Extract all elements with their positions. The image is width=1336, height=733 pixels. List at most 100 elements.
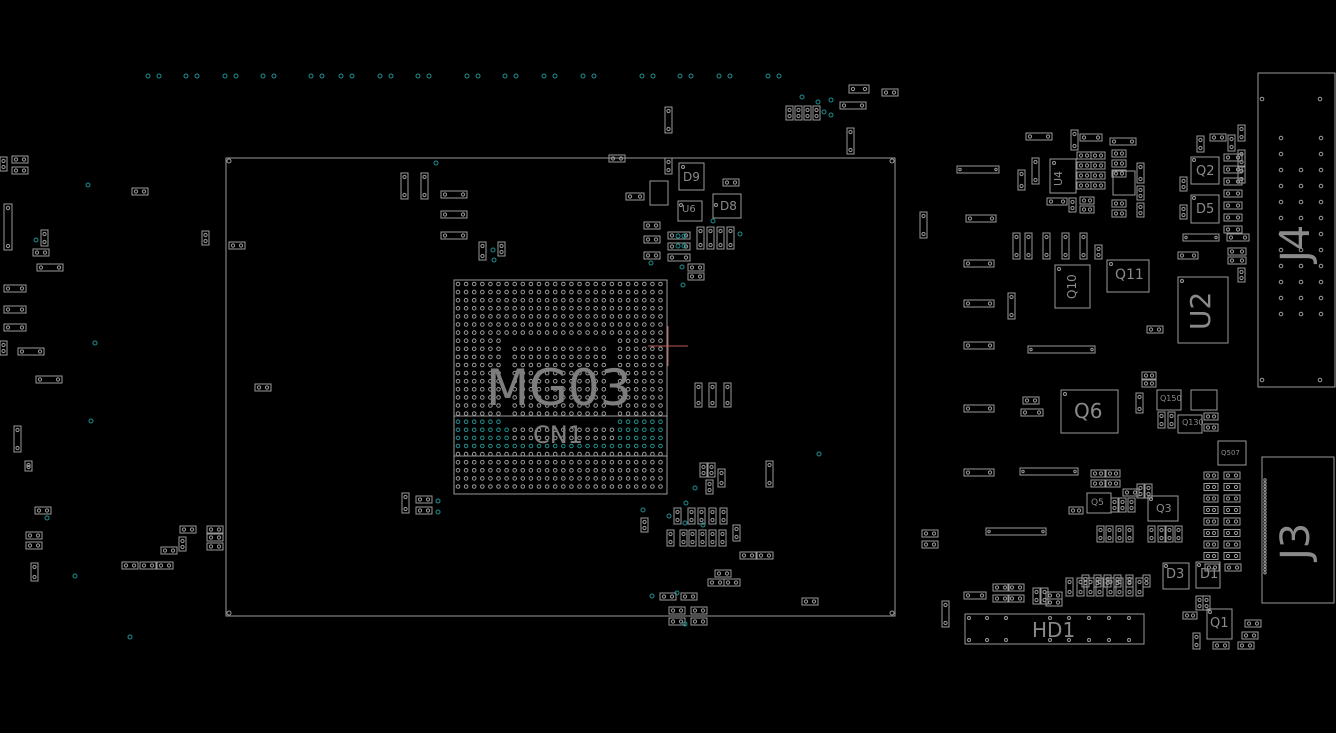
smd-chip-outline bbox=[1167, 411, 1176, 429]
pin bbox=[1233, 519, 1239, 524]
bga-ball bbox=[658, 468, 663, 473]
pin bbox=[1278, 151, 1284, 157]
pin bbox=[1137, 406, 1142, 412]
pin bbox=[425, 508, 431, 513]
smd-chip-outline bbox=[732, 524, 741, 542]
pin bbox=[700, 619, 706, 624]
pin bbox=[1, 348, 6, 354]
pin bbox=[1235, 155, 1241, 160]
q507-outline bbox=[1217, 440, 1247, 466]
pin bbox=[141, 189, 147, 194]
via bbox=[541, 73, 547, 79]
bga-ball bbox=[569, 459, 574, 465]
pin bbox=[256, 385, 262, 390]
pin bbox=[1169, 413, 1174, 419]
smd-chip-outline bbox=[1203, 540, 1219, 549]
pin bbox=[1278, 183, 1284, 189]
bga-ball bbox=[617, 378, 623, 384]
bga-ball bbox=[528, 387, 534, 392]
smd-chip-outline bbox=[1227, 256, 1247, 265]
pin bbox=[1278, 215, 1284, 221]
bga-ball bbox=[463, 314, 469, 319]
bga-ball bbox=[471, 378, 477, 384]
bga-ball bbox=[471, 281, 477, 287]
pin bbox=[1095, 576, 1100, 582]
bga-ball bbox=[642, 484, 647, 489]
bga-ball bbox=[658, 443, 663, 449]
bga-ball bbox=[512, 370, 518, 376]
bga-ball bbox=[625, 484, 631, 489]
smd-chip-outline bbox=[1090, 161, 1106, 170]
bga-ball bbox=[633, 314, 639, 319]
bga-ball bbox=[569, 476, 574, 481]
pin bbox=[499, 243, 504, 249]
pin bbox=[1219, 135, 1225, 140]
via bbox=[33, 237, 39, 243]
smd-chip-outline bbox=[608, 154, 626, 163]
bga-ball bbox=[585, 427, 590, 433]
bga-ball bbox=[528, 378, 534, 384]
bga-ball bbox=[496, 451, 501, 457]
pin bbox=[5, 325, 11, 330]
bga-ball bbox=[536, 403, 542, 408]
bga-ball bbox=[512, 346, 518, 352]
bga-ball bbox=[601, 387, 607, 392]
pin bbox=[716, 571, 722, 576]
pin bbox=[1047, 593, 1053, 598]
bga-ball bbox=[520, 281, 526, 287]
bga-ball bbox=[496, 427, 501, 433]
bga-ball bbox=[471, 289, 477, 295]
pin bbox=[708, 242, 713, 248]
bga-ball bbox=[593, 468, 599, 473]
bga-ball bbox=[609, 289, 615, 295]
pin bbox=[1214, 235, 1218, 240]
pin bbox=[697, 274, 703, 279]
bga-ball bbox=[658, 346, 663, 352]
component-pins bbox=[1, 86, 1324, 648]
pin bbox=[1192, 196, 1196, 200]
via bbox=[44, 515, 50, 521]
bga-ball bbox=[625, 362, 631, 368]
pin bbox=[1107, 527, 1112, 533]
pin bbox=[669, 233, 675, 238]
bga-ball bbox=[569, 354, 574, 360]
bga-ball bbox=[520, 314, 526, 319]
bga-ball bbox=[593, 330, 599, 335]
pin bbox=[1055, 593, 1061, 598]
bga-ball bbox=[471, 395, 477, 400]
pin bbox=[994, 596, 1000, 601]
smd-chip-outline bbox=[812, 105, 821, 121]
smd-chip-outline bbox=[941, 600, 950, 628]
pin bbox=[1092, 471, 1098, 476]
bga-ball bbox=[650, 362, 655, 368]
smd-chip-outline bbox=[1007, 594, 1025, 603]
smd-chip-outline bbox=[921, 540, 939, 549]
smd-chip-outline bbox=[1223, 494, 1241, 503]
bga-ball bbox=[496, 403, 501, 408]
pin bbox=[1108, 589, 1113, 595]
pin bbox=[216, 535, 222, 540]
pin bbox=[460, 233, 466, 238]
bga-ball bbox=[536, 476, 542, 481]
bga-ball bbox=[577, 306, 582, 311]
smd-chip-outline bbox=[1241, 631, 1259, 640]
pin bbox=[1014, 252, 1019, 258]
q150-outline bbox=[1156, 389, 1182, 411]
bga-ball bbox=[520, 403, 526, 408]
pin bbox=[417, 508, 423, 513]
bga-ball bbox=[642, 370, 647, 376]
smd-chip-outline bbox=[254, 383, 272, 392]
via bbox=[648, 260, 654, 266]
pin bbox=[668, 531, 673, 537]
smd-chip-outline bbox=[1244, 619, 1262, 628]
bga-ball bbox=[552, 459, 558, 465]
bga-ball bbox=[561, 387, 566, 392]
pin bbox=[1052, 161, 1056, 165]
bga-ball bbox=[609, 322, 615, 327]
bga-ball bbox=[488, 281, 493, 287]
pin bbox=[1233, 507, 1239, 513]
pin bbox=[1081, 198, 1087, 203]
pin bbox=[226, 610, 232, 616]
pin bbox=[1298, 167, 1304, 173]
